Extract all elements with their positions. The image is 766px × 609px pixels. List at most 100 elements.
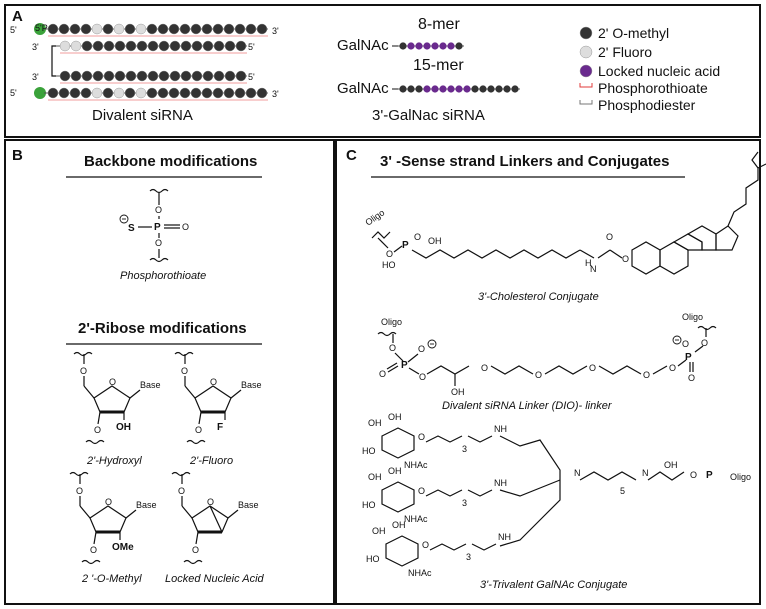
svg-text:H: H (585, 258, 592, 268)
peg (425, 435, 463, 443)
base-bond (129, 389, 141, 399)
nucleotide (415, 42, 423, 50)
o3-bond (195, 531, 199, 545)
sugar-ring (385, 535, 419, 567)
nucleotide (256, 23, 268, 35)
svg-text:N: N (590, 264, 597, 274)
oligo-end: Oligo (730, 472, 751, 482)
panel-a-label: A (12, 8, 23, 25)
nucleotide (463, 85, 471, 93)
nucleotide (58, 87, 70, 99)
svg-text:O: O (589, 363, 596, 373)
svg-text:O: O (701, 338, 708, 348)
nucleotide (146, 23, 158, 35)
svg-text:O: O (419, 372, 426, 382)
strand-5prime-1: 5' (10, 25, 17, 35)
base-bond (125, 509, 137, 519)
legend-bracket (579, 83, 593, 88)
strand-5prime-2: 5' (248, 42, 255, 52)
c5-bond (184, 385, 196, 399)
svg-text:P: P (401, 360, 408, 371)
svg-text:O: O (682, 339, 689, 349)
legend-swatch (579, 45, 593, 59)
peg2 (467, 489, 493, 497)
nhac: NHAc (404, 514, 428, 524)
svg-text:Oligo: Oligo (682, 312, 703, 322)
svg-text:Oligo: Oligo (381, 317, 402, 327)
o3: O (94, 425, 101, 435)
nucleotide (439, 85, 447, 93)
legend-label-ps: Phosphorothioate (598, 80, 708, 96)
nucleotide (169, 40, 181, 52)
nucleotide (234, 87, 246, 99)
nucleotide (113, 87, 125, 99)
svg-text:O: O (481, 363, 488, 373)
svg-text:O: O (379, 369, 386, 379)
nucleotide (191, 70, 203, 82)
nucleotide (479, 85, 487, 93)
ribose-title: 2'-Ribose modifications (78, 320, 247, 337)
nucleotide (146, 87, 158, 99)
sub-label: F (217, 422, 223, 433)
nucleotide (191, 40, 203, 52)
nucleotide (124, 23, 136, 35)
nucleotide (190, 87, 202, 99)
nucleotide (103, 70, 115, 82)
ribose-caption-lna: Locked Nucleic Acid (165, 573, 264, 585)
lna-bridge (209, 505, 223, 533)
nhac: NHAc (408, 568, 432, 578)
nucleotide (124, 87, 136, 99)
divalent-caption: Divalent siRNA (92, 107, 193, 124)
squiggle (174, 351, 194, 357)
ring (191, 505, 229, 533)
phosphate-badge (34, 23, 46, 35)
chain2 (647, 471, 685, 481)
nucleotide (245, 23, 257, 35)
o5: O (178, 486, 185, 496)
squiggle (171, 471, 191, 477)
nucleotide (92, 40, 104, 52)
ring-o: O (109, 377, 116, 387)
nucleotide (169, 70, 181, 82)
o5: O (181, 366, 188, 376)
sirna-strand (56, 70, 247, 84)
repeat: 3 (462, 444, 467, 454)
nucleotide (471, 85, 479, 93)
nh: NH (494, 424, 507, 434)
panel-c-label: C (346, 147, 357, 164)
galnac-trivalent-caption: 3'-Trivalent GalNAc Conjugate (480, 579, 628, 591)
sub-label: OMe (112, 542, 134, 553)
nucleotide (69, 23, 81, 35)
mer15-label: 15-mer (413, 57, 464, 74)
c5-bond (181, 505, 193, 519)
nucleotide (503, 85, 511, 93)
scaffold (499, 479, 561, 497)
nucleotide (256, 87, 268, 99)
panel-b: B (4, 139, 335, 605)
ps-o-top: O (155, 205, 162, 215)
nucleotide (102, 23, 114, 35)
nucleotide (179, 87, 191, 99)
svg-text:O: O (414, 232, 421, 242)
nucleotide (202, 40, 214, 52)
nucleotide (431, 42, 439, 50)
nucleotide (213, 40, 225, 52)
nucleotide (69, 87, 81, 99)
ring-o: O (207, 497, 214, 507)
repeat: 3 (462, 498, 467, 508)
galnac-sirna-diagram (392, 42, 520, 93)
nh: NH (498, 532, 511, 542)
nucleotide (80, 23, 92, 35)
ribose-caption-omethyl: 2 '-O-Methyl (82, 573, 142, 585)
strand-3prime-4: 3' (272, 89, 279, 99)
strand-5prime-3: 5' (248, 72, 255, 82)
nucleotide (80, 87, 92, 99)
mer8-label: 8-mer (418, 16, 460, 33)
nucleotide (423, 85, 431, 93)
